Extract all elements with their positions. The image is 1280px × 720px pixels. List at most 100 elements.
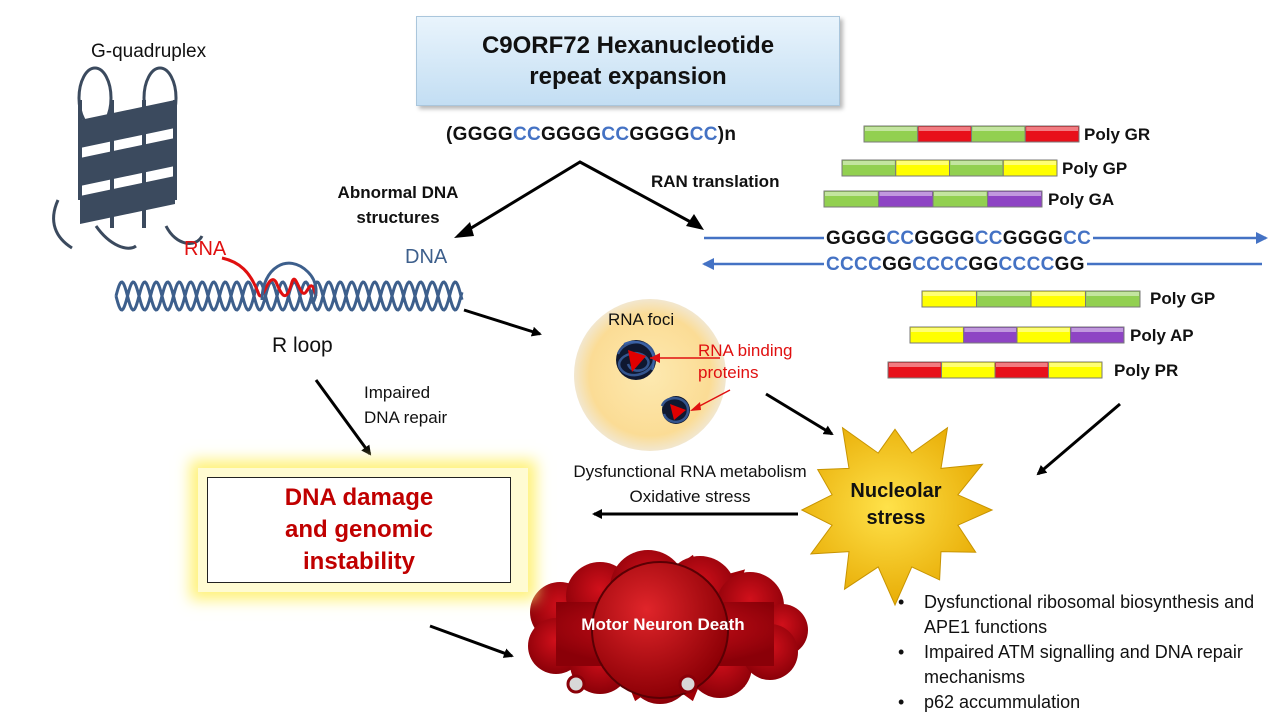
nucleolar-stress-starburst xyxy=(800,426,994,607)
dipeptide-label: Poly PR xyxy=(1114,361,1179,380)
dipeptide-segment xyxy=(1002,159,1058,177)
nucleolar-consequences-list: Dysfunctional ribosomal biosynthesis and… xyxy=(896,590,1256,715)
impaired-line-1: Impaired xyxy=(364,383,431,402)
dipeptide-segment-highlight xyxy=(977,292,1030,296)
dipeptide-segment xyxy=(1024,125,1080,143)
r-loop-label: R loop xyxy=(272,334,333,357)
dipeptide-segment-highlight xyxy=(1004,161,1056,165)
dipeptide-segment-highlight xyxy=(942,363,994,367)
rna-label: RNA xyxy=(184,238,227,260)
rna-foci-cell xyxy=(574,299,731,451)
dna-damage-line-3: instability xyxy=(302,548,416,575)
sequence-part: GGGG xyxy=(1002,228,1064,249)
g-quadruplex-structure xyxy=(52,66,204,250)
dipeptide-segment-highlight xyxy=(1026,127,1078,131)
dipeptide-repeat-bars xyxy=(823,125,1141,379)
dna-damage-line-2: and genomic xyxy=(284,516,434,543)
dipeptide-segment-highlight xyxy=(972,127,1025,131)
sequence-part: GGGG xyxy=(541,124,602,145)
dipeptide-segment-highlight xyxy=(1071,328,1123,332)
dna-damage-line-1: DNA damage xyxy=(284,484,434,511)
sequence-part: GG xyxy=(882,254,913,275)
title-line-1: C9ORF72 Hexanucleotide xyxy=(481,32,775,59)
dipeptide-segment-highlight xyxy=(825,192,878,196)
bullet-item: Dysfunctional ribosomal biosynthesis and… xyxy=(896,590,1256,640)
motor-neuron-death-label: Motor Neuron Death xyxy=(581,615,745,634)
dipeptide-segment-highlight xyxy=(896,161,949,165)
sequence-part: CC xyxy=(886,228,915,249)
dipeptide-segment-highlight xyxy=(950,161,1003,165)
nucleolar-stress-label: Nucleolar stress xyxy=(836,478,956,532)
sequence-part: GG xyxy=(968,254,999,275)
dipeptide-segment-highlight xyxy=(911,328,963,332)
sequence-part: GGGG xyxy=(914,228,975,249)
sequence-part: CC xyxy=(974,228,1003,249)
dysfunctional-line-1: Dysfunctional RNA metabolism xyxy=(573,462,807,481)
dipeptide-segment-highlight xyxy=(889,363,941,367)
dysfunctional-rna-label: Dysfunctional RNA metabolism Oxidative s… xyxy=(540,459,840,509)
dipeptide-segment-highlight xyxy=(923,292,976,296)
sequence-part: CCCC xyxy=(912,254,969,275)
antisense-strand-sequence: CCCCGGCCCCGGCCCCGG xyxy=(824,254,1087,276)
dipeptide-segment-highlight xyxy=(934,192,987,196)
sequence-part: CC xyxy=(689,124,718,145)
impaired-dna-repair-label: Impaired DNA repair xyxy=(364,380,447,430)
sequence-part: CCCC xyxy=(998,254,1055,275)
rna-foci-cluster-2 xyxy=(660,396,690,424)
nucleolar-line-2: stress xyxy=(866,507,926,529)
dipeptide-segment-highlight xyxy=(879,192,932,196)
dipeptide-label: Poly GP xyxy=(1150,289,1216,308)
dipeptide-segment-highlight xyxy=(1086,292,1139,296)
dipeptide-segment-highlight xyxy=(918,127,971,131)
sequence-part: )n xyxy=(717,124,737,145)
sequence-part: GGGG xyxy=(826,228,887,249)
abnormal-line-2: structures xyxy=(356,208,440,227)
sequence-part: CC xyxy=(601,124,630,145)
dipeptide-segment xyxy=(1085,290,1141,308)
rna-strand xyxy=(221,256,318,298)
abnormal-dna-structures-label: Abnormal DNA structures xyxy=(316,180,480,230)
dna-damage-box: DNA damage and genomic instability xyxy=(207,477,511,583)
sequence-part: CC xyxy=(512,124,541,145)
dipeptide-label: Poly GR xyxy=(1084,125,1151,144)
dna-double-helix xyxy=(114,280,464,312)
dipeptide-label: Poly GA xyxy=(1048,190,1115,209)
dipeptide-segment-highlight xyxy=(996,363,1048,367)
bullet-item: Impaired ATM signalling and DNA repair m… xyxy=(896,640,1256,690)
ran-translation-label: RAN translation xyxy=(651,172,780,191)
sequence-part: GG xyxy=(1054,254,1085,275)
sequence-part: CCCC xyxy=(826,254,883,275)
impaired-line-2: DNA repair xyxy=(364,408,448,427)
title-line-2: repeat expansion xyxy=(529,63,727,90)
dipeptide-segment-highlight xyxy=(1032,292,1085,296)
motor-neuron-death-graphic xyxy=(528,550,808,704)
rbp-line-2: proteins xyxy=(698,363,759,382)
dipeptide-segment-highlight xyxy=(964,328,1016,332)
repeat-sequence: (GGGGCCGGGGCCGGGGCC)n xyxy=(446,124,736,146)
dipeptide-label: Poly GP xyxy=(1062,159,1128,178)
bullet-item: p62 accummulation xyxy=(896,690,1256,715)
helix-strand xyxy=(114,280,464,312)
rna-foci-label: RNA foci xyxy=(608,310,675,329)
g-quadruplex-label: G-quadruplex xyxy=(91,41,207,62)
dipeptide-segment xyxy=(987,190,1043,208)
dipeptide-segment-highlight xyxy=(843,161,895,165)
rbp-line-1: RNA binding xyxy=(698,341,793,360)
dna-label: DNA xyxy=(405,246,448,268)
nucleolar-line-1: Nucleolar xyxy=(850,480,942,502)
displaced-dna-loop xyxy=(260,261,318,305)
dysfunctional-line-2: Oxidative stress xyxy=(629,487,751,506)
title-box: C9ORF72 Hexanucleotide repeat expansion xyxy=(416,16,840,106)
sequence-part: CC xyxy=(1063,228,1092,249)
dipeptide-label: Poly AP xyxy=(1130,326,1194,345)
sequence-part: GGGG xyxy=(629,124,690,145)
sense-strand-sequence: GGGGCCGGGGCCGGGGCC xyxy=(824,228,1094,250)
dipeptide-segment-highlight xyxy=(865,127,917,131)
dipeptide-segment-highlight xyxy=(988,192,1041,196)
sequence-part: (GGGG xyxy=(446,124,513,145)
rna-foci-cluster-1 xyxy=(616,340,656,380)
dipeptide-segment xyxy=(1048,361,1103,379)
dipeptide-segment-highlight xyxy=(1018,328,1070,332)
rna-binding-proteins-label: RNA binding proteins xyxy=(698,340,793,384)
